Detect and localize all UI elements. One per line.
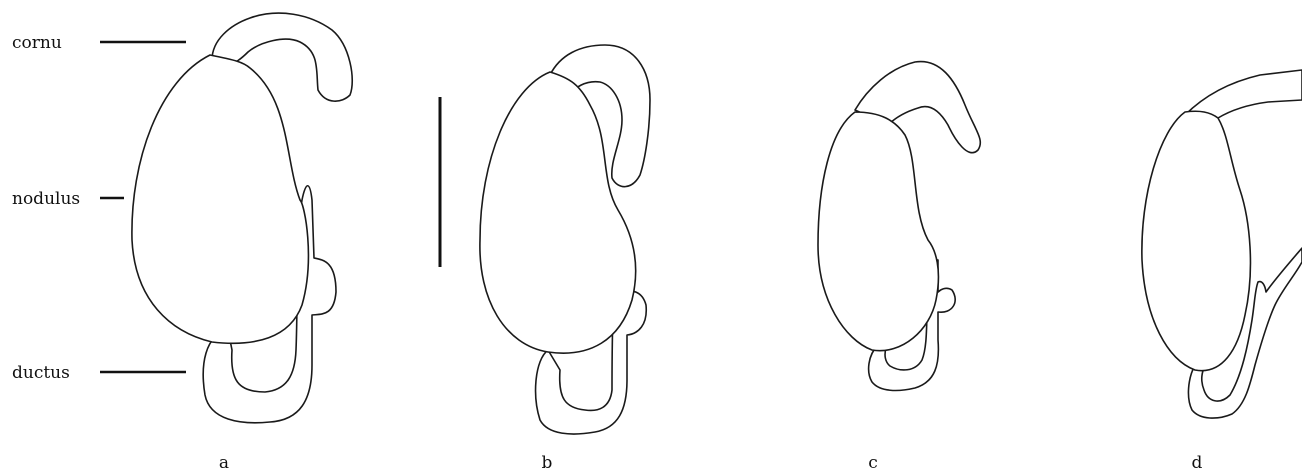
spermatheca-c [818, 62, 980, 391]
cornu-label: cornu [12, 33, 62, 53]
panel-label-c: c [868, 453, 878, 470]
cornu-d [1185, 70, 1302, 118]
nodulus-a [132, 55, 308, 343]
spermatheca-a [132, 13, 352, 423]
panel-label-b: b [542, 453, 553, 470]
ductus-label: ductus [12, 363, 70, 383]
panel-label-a: a [219, 453, 229, 470]
spermatheca-b [480, 45, 650, 434]
spermatheca-d [1142, 70, 1302, 418]
nodulus-b [480, 72, 636, 353]
panel-label-d: d [1192, 453, 1203, 470]
nodulus-d [1142, 111, 1251, 370]
nodulus-label: nodulus [12, 189, 80, 209]
nodulus-c [818, 112, 938, 351]
